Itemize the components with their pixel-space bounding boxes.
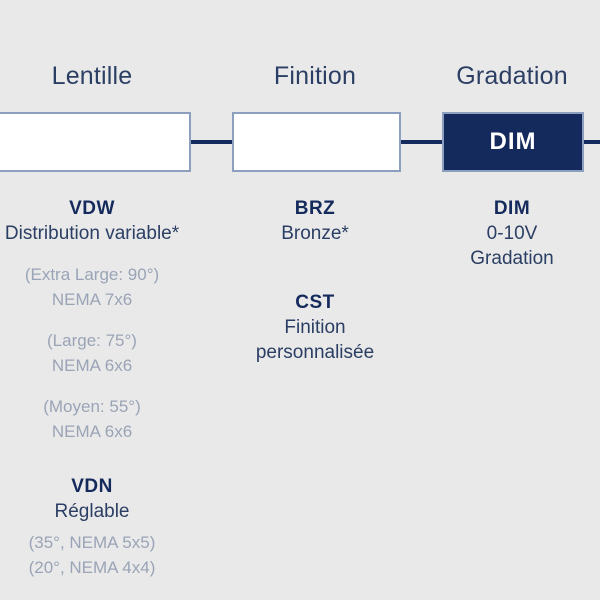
option-sub-line: (35°, NEMA 5x5) [28,533,156,552]
option-sub-vdw-large: (Large: 75°) NEMA 6x6 [0,328,242,378]
column-header-lentille: Lentille [51,62,133,90]
option-group-vdw[interactable]: VDW Distribution variable* (Extra Large:… [0,196,242,444]
column-header-finition: Finition [273,62,357,90]
connector-line-gradation-next [582,140,600,144]
option-desc-cst-line1: Finition [284,317,346,338]
option-sub-vdn: (35°, NEMA 5x5) (20°, NEMA 4x4) [0,530,242,580]
option-sub-vdw-moyen: (Moyen: 55°) NEMA 6x6 [0,394,242,444]
options-column-finition: BRZ Bronze* CST Finition personnalisée [175,196,455,365]
option-sub-line: (Large: 75°) [47,331,137,350]
option-desc-cst-line2: personnalisée [255,342,375,363]
options-column-lentille: VDW Distribution variable* (Extra Large:… [0,196,242,580]
option-desc-dim-line2: Gradation [470,248,554,269]
selection-box-gradation-label: DIM [489,128,537,155]
option-sub-vdw-extra-large: (Extra Large: 90°) NEMA 7x6 [0,262,242,312]
option-sub-line: (Extra Large: 90°) [24,265,160,284]
selection-box-gradation[interactable]: DIM [442,112,584,172]
column-header-gradation: Gradation [456,62,568,90]
option-sub-line: NEMA 6x6 [51,356,133,375]
options-column-gradation: DIM 0-10V Gradation [382,196,600,271]
option-desc-brz: Bronze* [281,223,349,244]
option-code-vdn: VDN [71,476,113,497]
option-sub-line: (20°, NEMA 4x4) [28,558,156,577]
option-group-dim[interactable]: DIM 0-10V Gradation [382,196,600,271]
option-desc-vdn: Réglable [54,501,130,522]
selection-box-finition[interactable] [232,112,401,172]
option-sub-line: NEMA 6x6 [51,422,133,441]
option-group-brz[interactable]: BRZ Bronze* [175,196,455,246]
connector-line-lentille-finition [189,140,233,144]
option-desc-vdw: Distribution variable* [4,223,180,244]
option-code-brz: BRZ [294,198,336,219]
option-group-vdn[interactable]: VDN Réglable (35°, NEMA 5x5) (20°, NEMA … [0,474,242,580]
option-code-vdw: VDW [69,198,115,219]
connector-line-finition-gradation [399,140,443,144]
option-desc-dim-line1: 0-10V [486,223,538,244]
option-sub-line: (Moyen: 55°) [43,397,141,416]
option-group-cst[interactable]: CST Finition personnalisée [175,290,455,365]
selection-box-lentille[interactable] [0,112,191,172]
option-code-dim: DIM [493,198,531,219]
option-code-cst: CST [295,292,335,313]
option-sub-line: NEMA 7x6 [51,290,133,309]
